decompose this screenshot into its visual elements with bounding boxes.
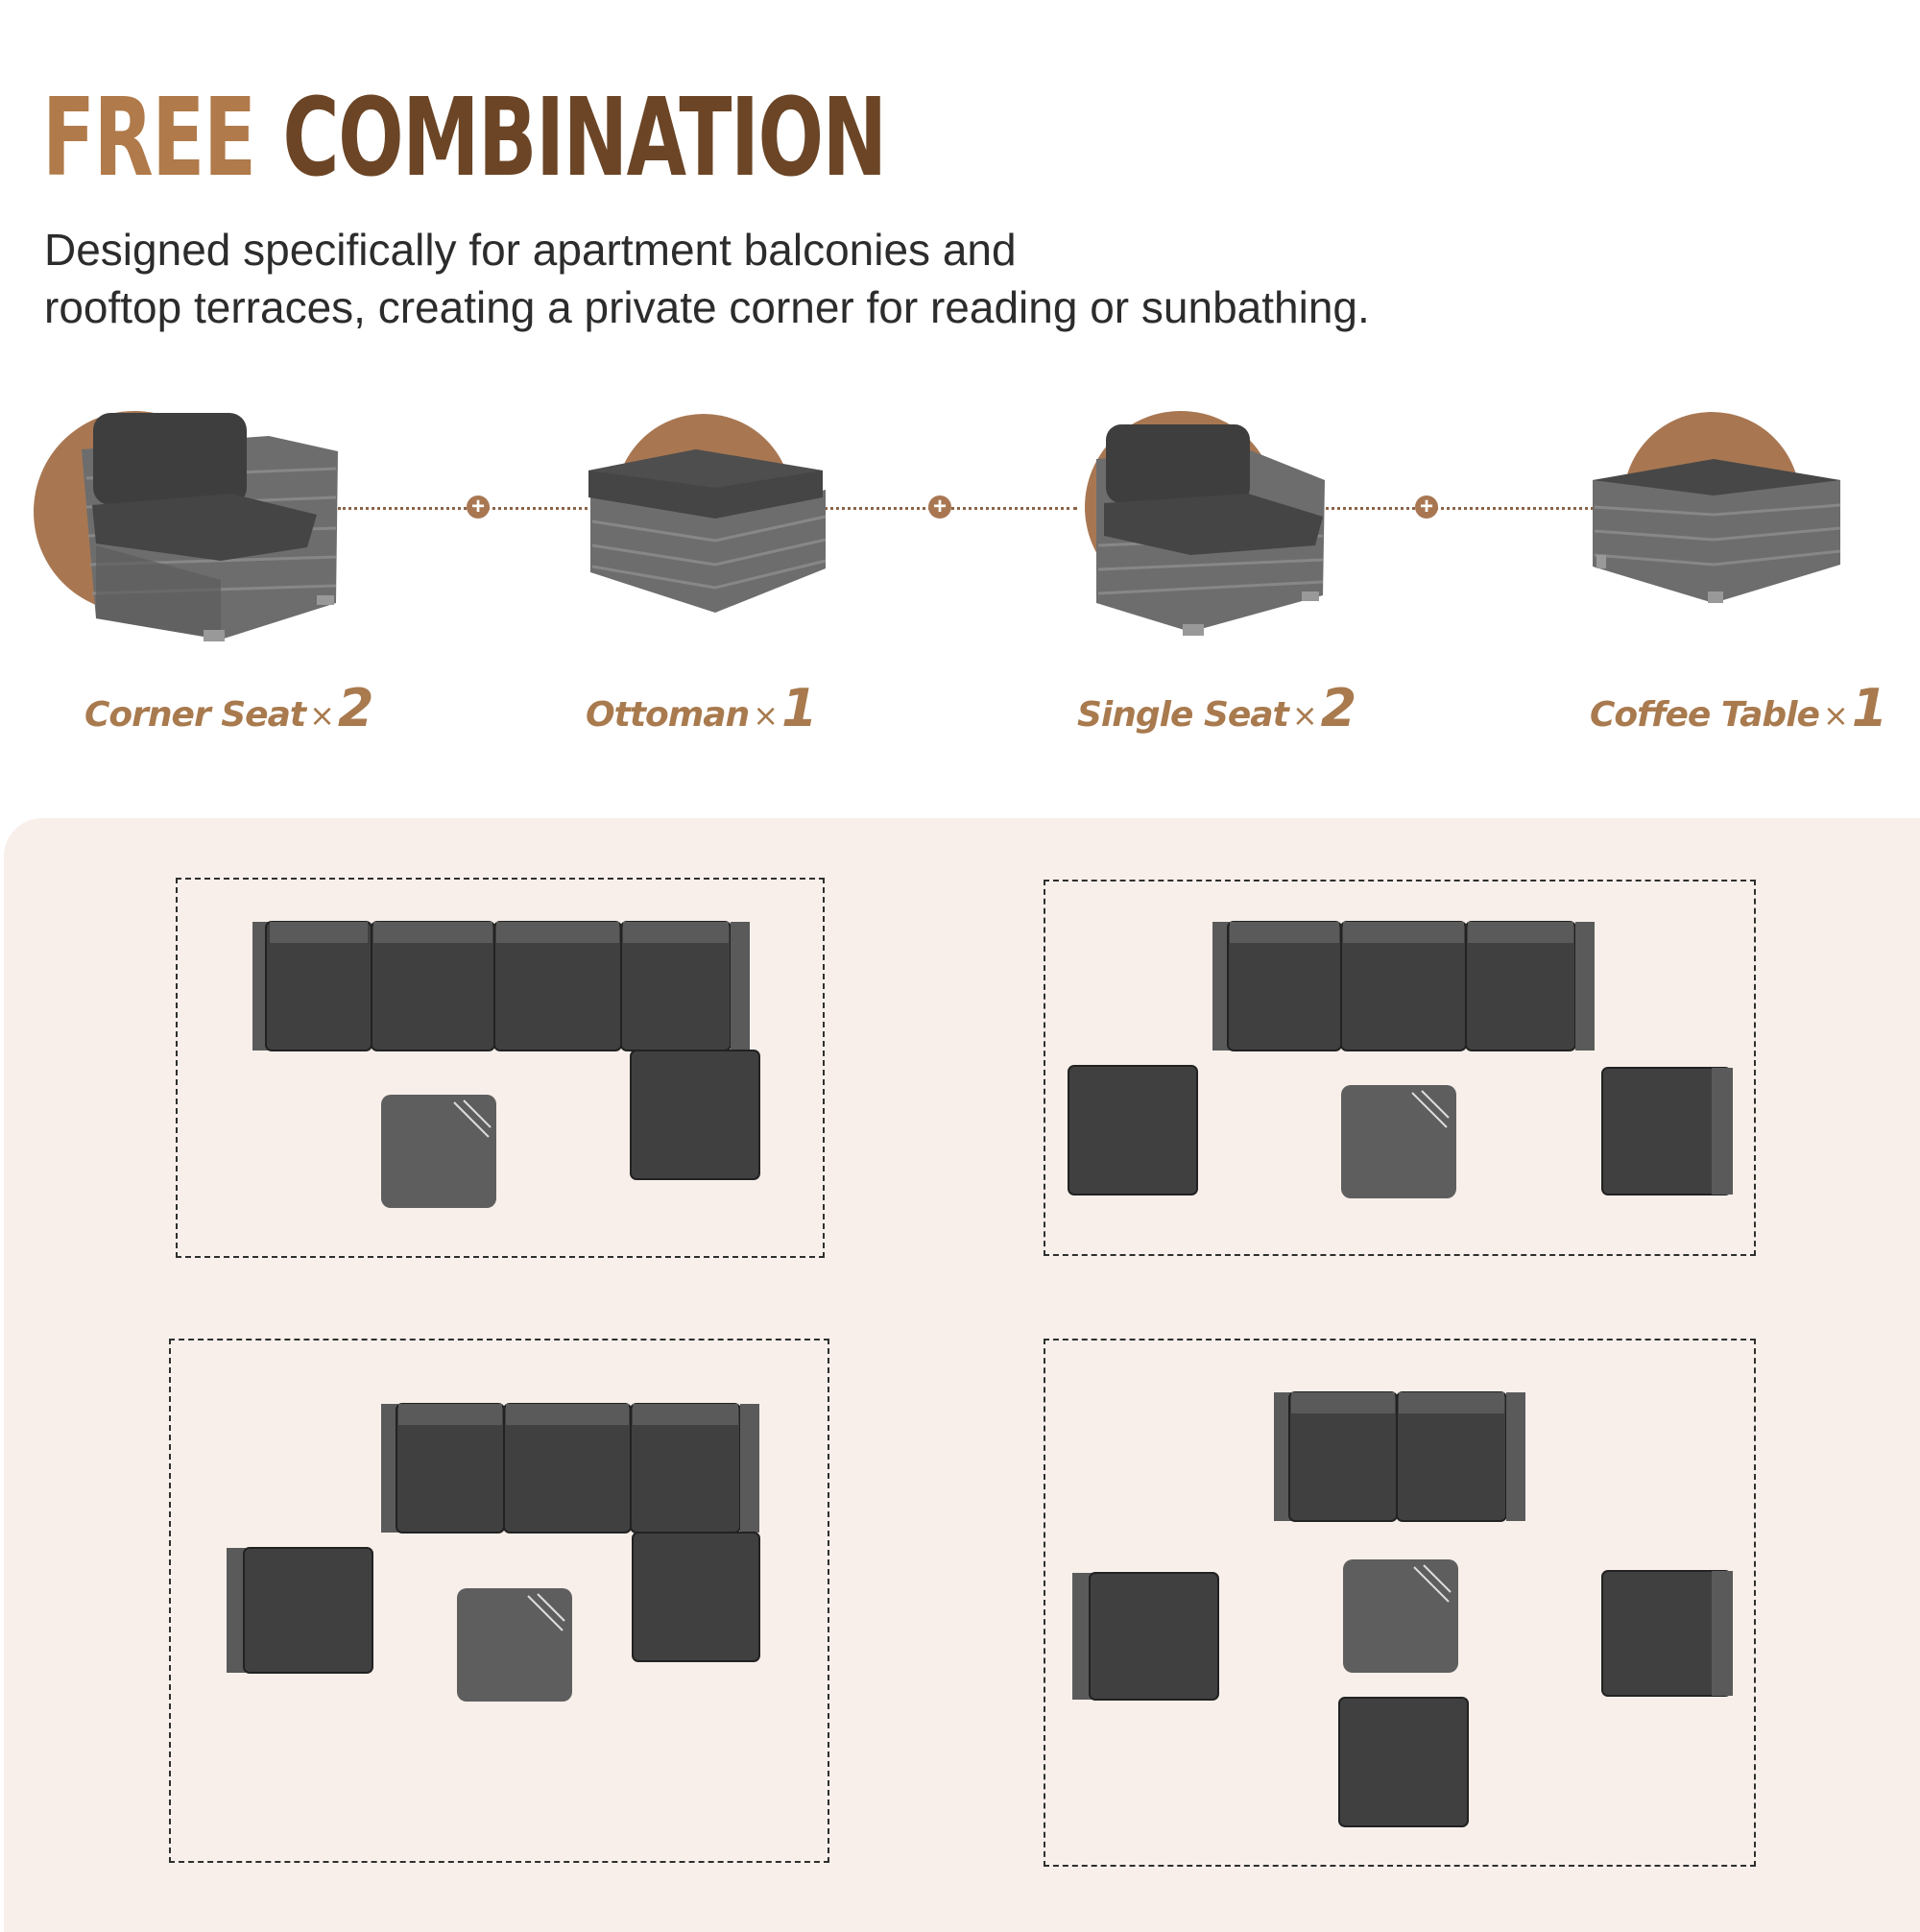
description: Designed specifically for apartment balc…	[44, 221, 1436, 336]
product-quantity: 2	[337, 678, 374, 738]
layout-diagram-1	[176, 878, 825, 1258]
plus-circle-icon: +	[928, 495, 951, 519]
product-label-coffee-table: Coffee Table×1	[1590, 678, 1888, 738]
product-name: Ottoman	[586, 695, 750, 735]
connector-line-3	[1321, 507, 1594, 510]
product-quantity: 2	[1320, 678, 1357, 738]
title-word-free: FREE	[42, 76, 256, 201]
product-quantity: 1	[1851, 678, 1888, 738]
times-sign: ×	[1822, 697, 1849, 734]
single-seat-image	[1075, 411, 1325, 641]
corner-seat-image	[29, 401, 346, 651]
times-sign: ×	[753, 697, 779, 734]
connector-line-1	[338, 507, 588, 510]
product-label-single-seat: Single Seat×2	[1077, 678, 1356, 738]
product-quantity: 1	[781, 678, 818, 738]
title-word-combination: COMBINATION	[282, 76, 887, 201]
product-name: Corner Seat	[84, 695, 306, 735]
times-sign: ×	[1291, 697, 1318, 734]
product-label-ottoman: Ottoman×1	[586, 678, 818, 738]
product-label-corner-seat: Corner Seat×2	[84, 678, 374, 738]
ottoman-image	[581, 411, 830, 622]
plus-circle-icon: +	[467, 495, 490, 519]
times-sign: ×	[309, 697, 335, 734]
coffee-table-image	[1589, 411, 1848, 613]
product-name: Coffee Table	[1590, 695, 1820, 735]
layout-diagram-3	[169, 1339, 829, 1863]
layout-diagram-2	[1044, 880, 1756, 1256]
layout-diagram-4	[1044, 1339, 1756, 1867]
description-line-2: rooftop terraces, creating a private cor…	[44, 282, 1370, 332]
product-name: Single Seat	[1077, 695, 1289, 735]
plus-circle-icon: +	[1415, 495, 1438, 519]
description-line-1: Designed specifically for apartment balc…	[44, 225, 1017, 275]
